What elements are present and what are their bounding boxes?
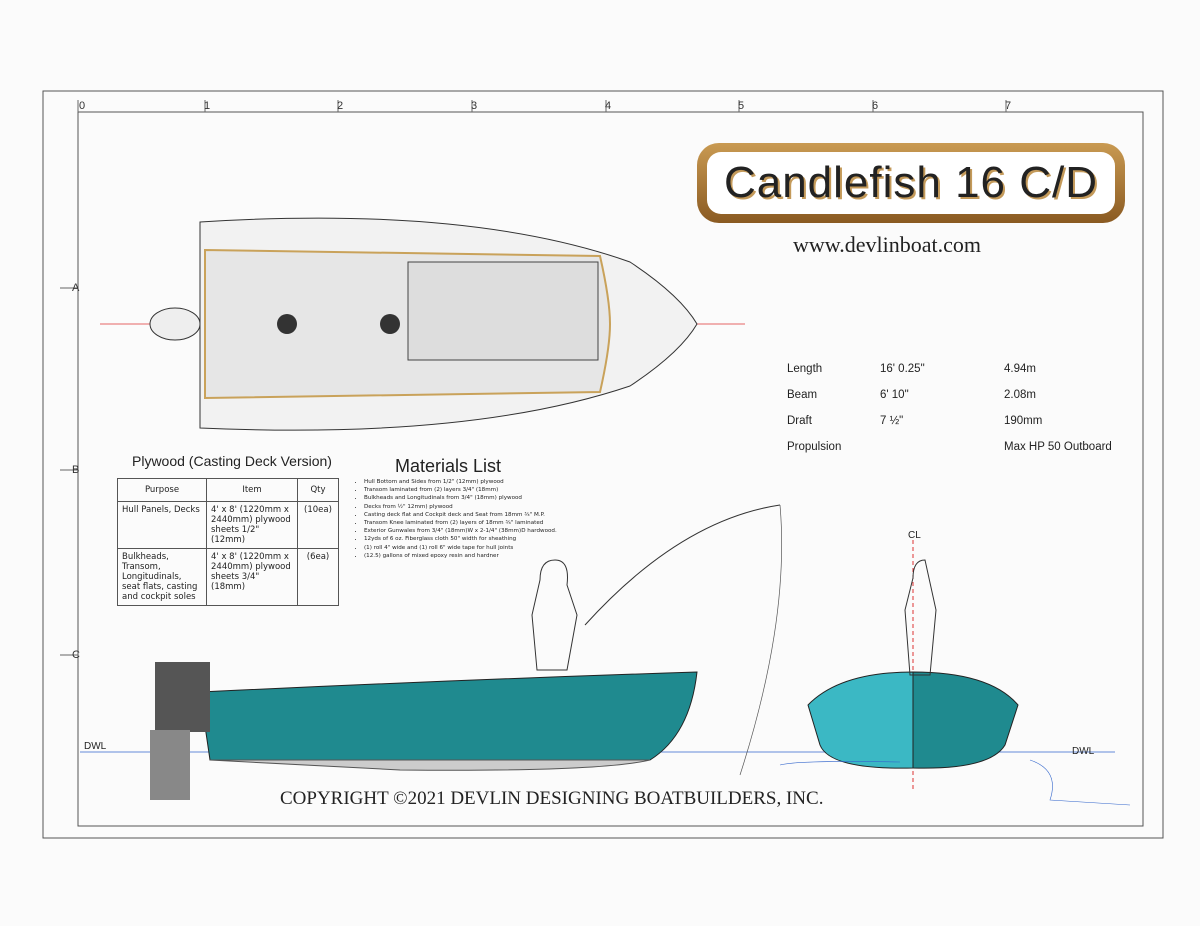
list-item: 12yds of 6 oz. Fiberglass cloth 50" widt…	[364, 535, 557, 543]
ruler-label: 1	[204, 100, 211, 112]
plywood-title: Plywood (Casting Deck Version)	[132, 453, 332, 469]
materials-list: Hull Bottom and Sides from 1/2" (12mm) p…	[352, 478, 557, 560]
cell: 4' x 8' (1220mm x 2440mm) plywood sheets…	[206, 501, 298, 549]
cell: (6ea)	[297, 548, 339, 606]
list-item: Transom Knee laminated from (2) layers o…	[364, 519, 557, 527]
spec-imperial: 7 ½"	[880, 415, 904, 427]
dwl-label: DWL	[1072, 746, 1095, 757]
ruler-label: C	[72, 649, 80, 661]
ruler-label: 7	[1005, 100, 1012, 112]
column-header: Purpose	[117, 478, 207, 502]
section-view-hull	[760, 540, 1131, 806]
list-item: Exterior Gunwales from 3/4" (18mm)W x 2-…	[364, 527, 557, 535]
spec-imperial: 6' 10"	[880, 389, 909, 401]
website-url: www.devlinboat.com	[793, 232, 981, 257]
cell: Hull Panels, Decks	[117, 501, 207, 549]
list-item: Bulkheads and Longitudinals from 3/4" (1…	[364, 494, 557, 502]
ruler-label: 4	[605, 100, 612, 112]
dwl-label: DWL	[84, 741, 107, 752]
cell: 4' x 8' (1220mm x 2440mm) plywood sheets…	[206, 548, 298, 606]
ruler-label: 0	[79, 100, 86, 112]
spec-metric: Max HP 50 Outboard	[1004, 441, 1112, 453]
spec-label: Length	[787, 363, 823, 375]
spec-metric: 2.08m	[1004, 389, 1036, 401]
list-item: (1) roll 4" wide and (1) roll 6" wide ta…	[364, 544, 557, 552]
materials-title: Materials List	[395, 456, 502, 476]
plan-view-hull	[100, 217, 745, 431]
column-header: Item	[206, 478, 298, 502]
spec-imperial: 16' 0.25"	[880, 363, 925, 375]
spec-metric: 4.94m	[1004, 363, 1036, 375]
page-title: Candlefish 16 C/D	[707, 152, 1115, 214]
table-row: Bulkheads, Transom, Longitudinals, seat …	[117, 548, 339, 606]
spec-metric: 190mm	[1004, 415, 1043, 427]
centerline-label: CL	[908, 530, 921, 541]
ruler-label: 5	[738, 100, 745, 112]
list-item: Transom laminated from (2) layers 3/4" (…	[364, 486, 557, 494]
list-item: Casting deck flat and Cockpit deck and S…	[364, 511, 557, 519]
ruler-label: 2	[337, 100, 344, 112]
ruler-label: 3	[471, 100, 478, 112]
ruler-label: A	[72, 282, 80, 294]
profile-view-hull	[80, 504, 783, 800]
spec-label: Propulsion	[787, 441, 842, 453]
list-item: Hull Bottom and Sides from 1/2" (12mm) p…	[364, 478, 557, 486]
list-item: Decks from ½" 12mm) plywood	[364, 503, 557, 511]
spec-label: Draft	[787, 415, 812, 427]
copyright-notice: COPYRIGHT ©2021 DEVLIN DESIGNING BOATBUI…	[280, 788, 824, 809]
column-header: Qty	[297, 478, 339, 502]
list-item: (12.5) gallons of mixed epoxy resin and …	[364, 552, 557, 560]
ruler-label: 6	[872, 100, 879, 112]
spec-label: Beam	[787, 389, 818, 401]
ruler-ticks	[60, 100, 1007, 656]
inner-border	[77, 111, 1144, 827]
cell: Bulkheads, Transom, Longitudinals, seat …	[117, 548, 207, 606]
title-plaque: Candlefish 16 C/D	[697, 143, 1125, 223]
cell: (10ea)	[297, 501, 339, 549]
outer-border	[42, 90, 1164, 839]
ruler-label: B	[72, 464, 80, 476]
